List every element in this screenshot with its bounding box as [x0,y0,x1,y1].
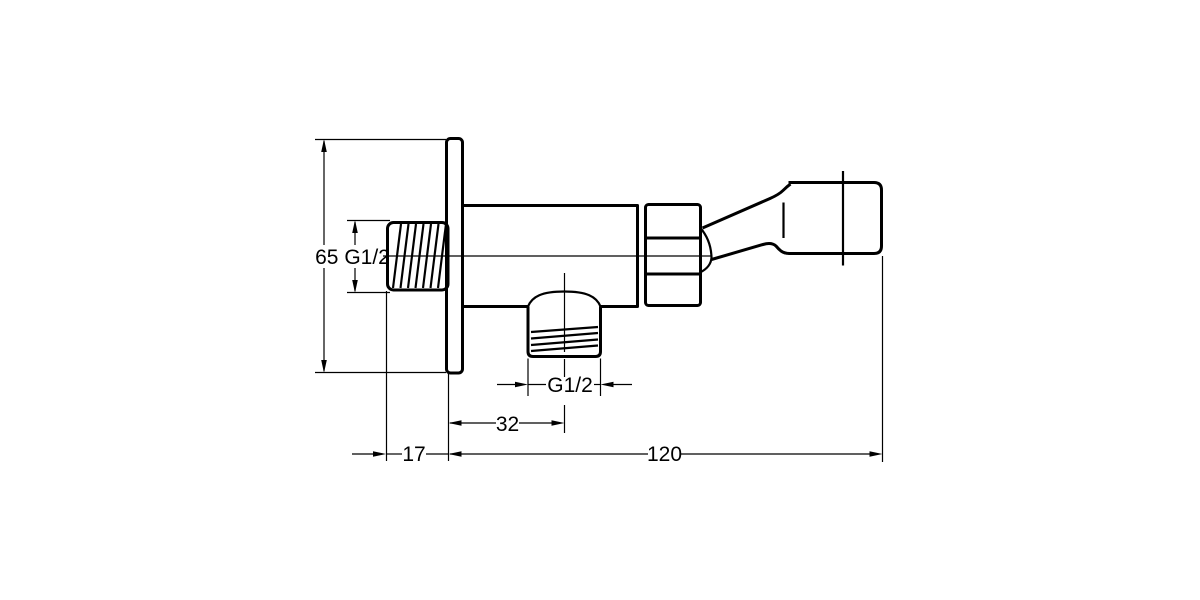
outlet-port-outline [526,306,602,358]
holder-arm [701,182,792,261]
valve-body [461,204,639,308]
arrowhead-down-65 [321,360,327,373]
holder-cup-outline [788,181,883,255]
dimension-bottom-row: 17 120 [352,256,884,466]
dimension-outlet-thread: G1/2 [497,358,632,397]
arrowhead-up-65 [321,139,327,152]
arrowhead-up-g12 [352,220,358,233]
holder-arm-lower-edge [711,242,790,261]
label-total-projection: 120 [647,443,682,466]
arrowhead-right-32 [551,420,565,426]
label-inlet-height: 65 G1/2 [315,246,390,269]
swivel-cone [699,226,713,274]
arrowhead-right-120 [869,451,883,457]
arrowhead-down-g12 [352,280,358,293]
dimension-inlet-height: 65 G1/2 [315,138,446,374]
dimension-outlet-offset: 32 [448,413,565,436]
shower-holder-cup [782,171,883,266]
label-outlet-offset: 32 [496,413,519,436]
arrowhead-right-outlet [515,381,528,388]
label-inlet-thread-length: 17 [402,443,425,466]
arrowhead-left-outlet [600,381,614,388]
holder-arm-upper-edge [701,182,792,230]
arrowhead-left-32 [448,420,462,426]
mounting-nut [644,203,702,307]
nut-outline [644,203,702,307]
arrowhead-right-17 [373,451,386,457]
label-outlet-thread: G1/2 [547,374,593,397]
